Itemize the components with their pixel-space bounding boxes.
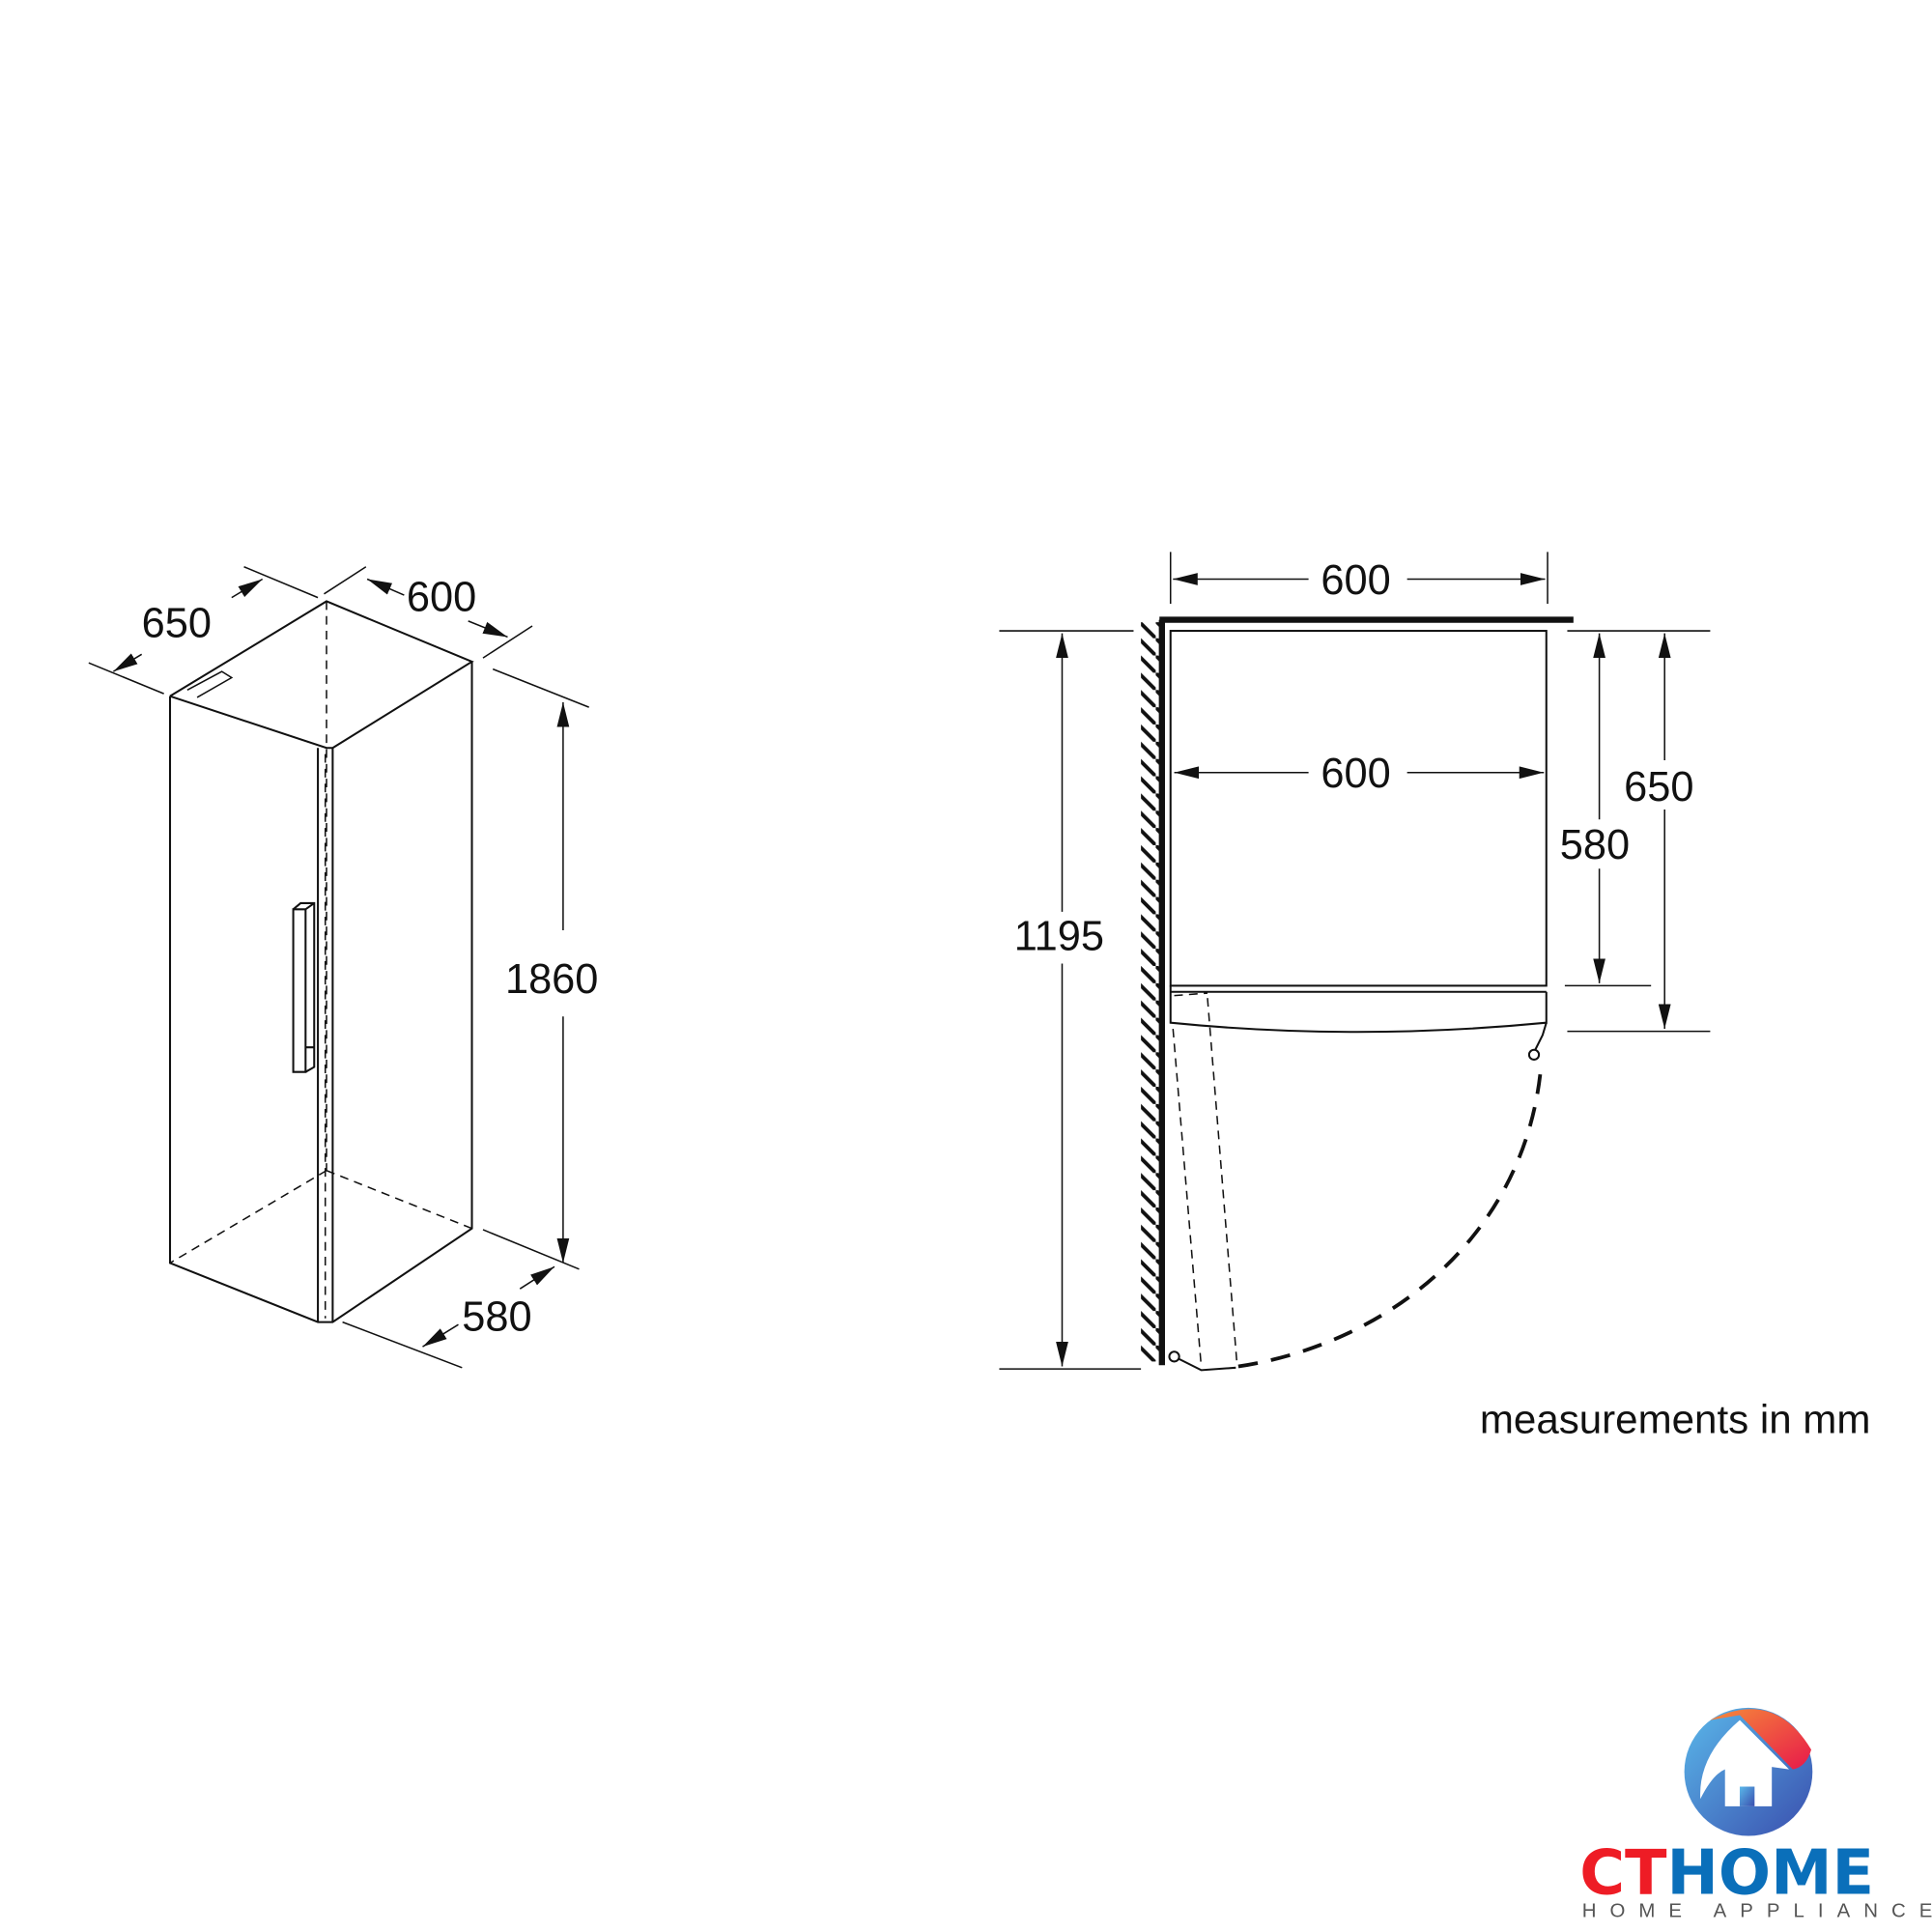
hidden-edges xyxy=(169,601,472,1319)
cabinet-body xyxy=(1169,630,1548,987)
dim-right-depth: 580 xyxy=(1560,822,1630,868)
isometric-view: 650 600 1860 580 xyxy=(88,566,598,1369)
cabinet-outline xyxy=(168,600,474,1323)
door-swing-arc xyxy=(1237,1062,1544,1369)
units-note: measurements in mm xyxy=(1480,1396,1871,1441)
hinge-left xyxy=(1168,1350,1180,1363)
dim-top-width: 600 xyxy=(1321,557,1390,604)
logo-house-icon xyxy=(1700,1719,1790,1806)
dim-depth-with-door: 650 xyxy=(1624,764,1693,810)
logo-red-swoosh xyxy=(1710,1709,1811,1770)
dim-door-swing: 1195 xyxy=(1014,913,1104,959)
plan-view: 600 600 1195 580 650 xyxy=(999,552,1711,1372)
dim-inner-width: 600 xyxy=(1321,751,1390,797)
dim-depth-door-open: 650 xyxy=(142,600,212,646)
hinge-right xyxy=(1527,1048,1541,1061)
door-open-outline xyxy=(1172,992,1238,1368)
door xyxy=(1169,985,1548,1034)
top-hinge xyxy=(186,670,234,698)
logo-home: HOME xyxy=(1667,1837,1875,1909)
logo-ct: CT xyxy=(1579,1837,1667,1909)
wall-hatch xyxy=(1141,622,1160,1362)
cthome-logo: CTHOME HOME APPLIANCES xyxy=(1579,1707,1932,1922)
logo-tagline: HOME APPLIANCES xyxy=(1582,1901,1932,1922)
door-handle xyxy=(292,901,316,1073)
dim-height: 1860 xyxy=(505,956,598,1003)
dim-width: 600 xyxy=(407,575,476,621)
svg-text:CTHOME: CTHOME xyxy=(1579,1837,1874,1909)
dim-depth: 580 xyxy=(462,1294,531,1341)
